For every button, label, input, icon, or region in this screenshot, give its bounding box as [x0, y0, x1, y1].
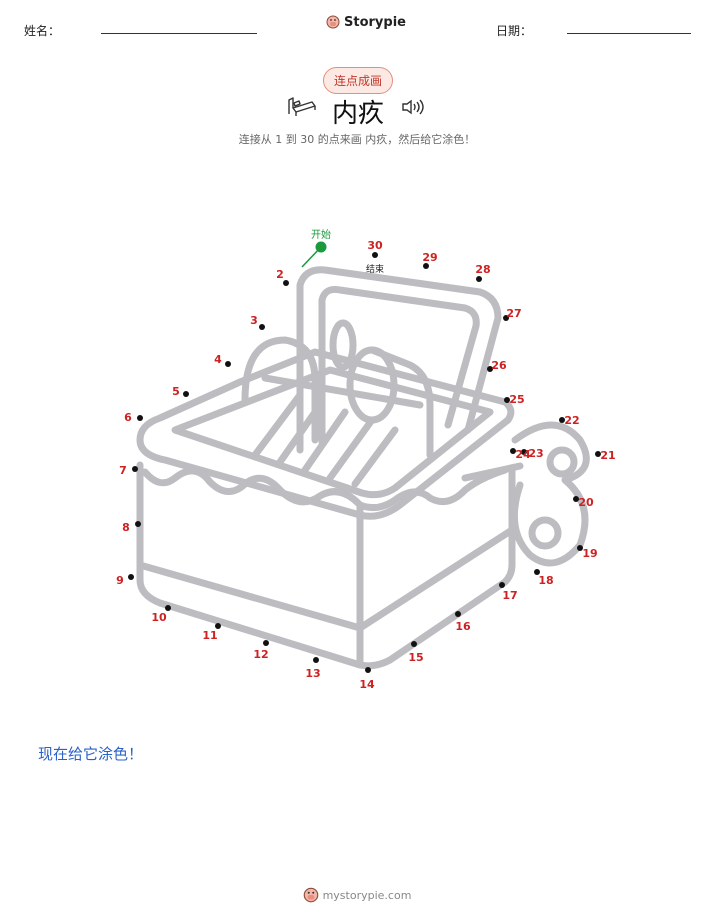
dot-27[interactable]	[503, 315, 509, 321]
dot-29[interactable]	[423, 263, 429, 269]
dot-10[interactable]	[165, 605, 171, 611]
outline-sketch	[136, 266, 590, 670]
dot-22[interactable]	[559, 417, 565, 423]
dot-21[interactable]	[595, 451, 601, 457]
dot-19[interactable]	[577, 545, 583, 551]
dot-number-23: 23	[528, 447, 543, 460]
footer-url[interactable]: mystorypie.com	[322, 888, 412, 902]
dot-number-4: 4	[214, 353, 222, 366]
dot-number-22: 22	[564, 414, 579, 427]
dot-number-20: 20	[578, 496, 594, 509]
dot-number-9: 9	[116, 574, 124, 587]
start-label: 开始	[311, 228, 331, 241]
pig-icon	[303, 887, 318, 903]
dot-18[interactable]	[534, 569, 540, 575]
dot-number-7: 7	[119, 464, 127, 477]
dot-number-26: 26	[491, 359, 507, 372]
instructions: 连接从 1 到 30 的点来画 内疚，然后给它涂色！	[238, 133, 476, 146]
dot-28[interactable]	[476, 276, 482, 282]
dot-25[interactable]	[504, 397, 510, 403]
dot-number-21: 21	[600, 449, 615, 462]
bed-icon	[288, 97, 316, 116]
brand-name: Storypie	[344, 14, 406, 30]
dot-number-13: 13	[305, 667, 320, 680]
dot-number-15: 15	[408, 651, 423, 664]
speaker-icon[interactable]	[400, 98, 426, 116]
dot-number-29: 29	[422, 251, 437, 264]
dot-26[interactable]	[487, 366, 493, 372]
dot-number-24: 24	[515, 448, 531, 461]
dot-number-27: 27	[506, 307, 521, 320]
color-prompt: 现在给它涂色！	[38, 745, 144, 763]
dot-13[interactable]	[313, 657, 319, 663]
dot-16[interactable]	[455, 611, 461, 617]
dots-layer: 2345678910111213141516171819202122232425…	[116, 239, 615, 691]
dot-17[interactable]	[499, 582, 505, 588]
brand-logo: Storypie	[326, 14, 406, 30]
dot-4[interactable]	[225, 361, 231, 367]
dot-number-6: 6	[124, 411, 132, 424]
dot-20[interactable]	[573, 496, 579, 502]
pig-icon	[326, 15, 340, 29]
dot-number-16: 16	[455, 620, 471, 633]
end-label: 结束	[366, 263, 384, 275]
dot-number-11: 11	[202, 629, 217, 642]
dot-7[interactable]	[132, 466, 138, 472]
dot-number-10: 10	[151, 611, 167, 624]
dot-number-30: 30	[367, 239, 383, 252]
dot-number-12: 12	[253, 648, 268, 661]
dot-9[interactable]	[128, 574, 134, 580]
activity-badge: 连点成画	[323, 67, 394, 94]
dot-12[interactable]	[263, 640, 269, 646]
dot-number-17: 17	[502, 589, 517, 602]
footer: mystorypie.com	[0, 886, 714, 904]
dot-24[interactable]	[510, 448, 516, 454]
dot-5[interactable]	[183, 391, 189, 397]
dot-number-8: 8	[122, 521, 130, 534]
date-label: 日期：	[496, 24, 533, 38]
dot-23[interactable]	[521, 449, 527, 455]
dot-number-28: 28	[475, 263, 490, 276]
name-label: 姓名：	[24, 24, 61, 38]
dot-number-3: 3	[250, 314, 258, 327]
dot-3[interactable]	[259, 324, 265, 330]
dot-number-18: 18	[538, 574, 553, 587]
dot-number-25: 25	[509, 393, 524, 406]
dot-8[interactable]	[135, 521, 141, 527]
dot-6[interactable]	[137, 415, 143, 421]
dot-15[interactable]	[411, 641, 417, 647]
dot-14[interactable]	[365, 667, 371, 673]
page-title: 内疚	[332, 99, 385, 129]
dot-30[interactable]	[372, 252, 378, 258]
dot-11[interactable]	[215, 623, 221, 629]
date-line[interactable]	[567, 33, 691, 34]
dot-2[interactable]	[283, 280, 289, 286]
dot-number-2: 2	[276, 268, 284, 281]
dot-number-19: 19	[582, 547, 597, 560]
dot-1[interactable]	[315, 241, 327, 253]
name-line[interactable]	[101, 33, 257, 34]
dot-number-14: 14	[359, 678, 375, 691]
dot-number-5: 5	[172, 385, 180, 398]
